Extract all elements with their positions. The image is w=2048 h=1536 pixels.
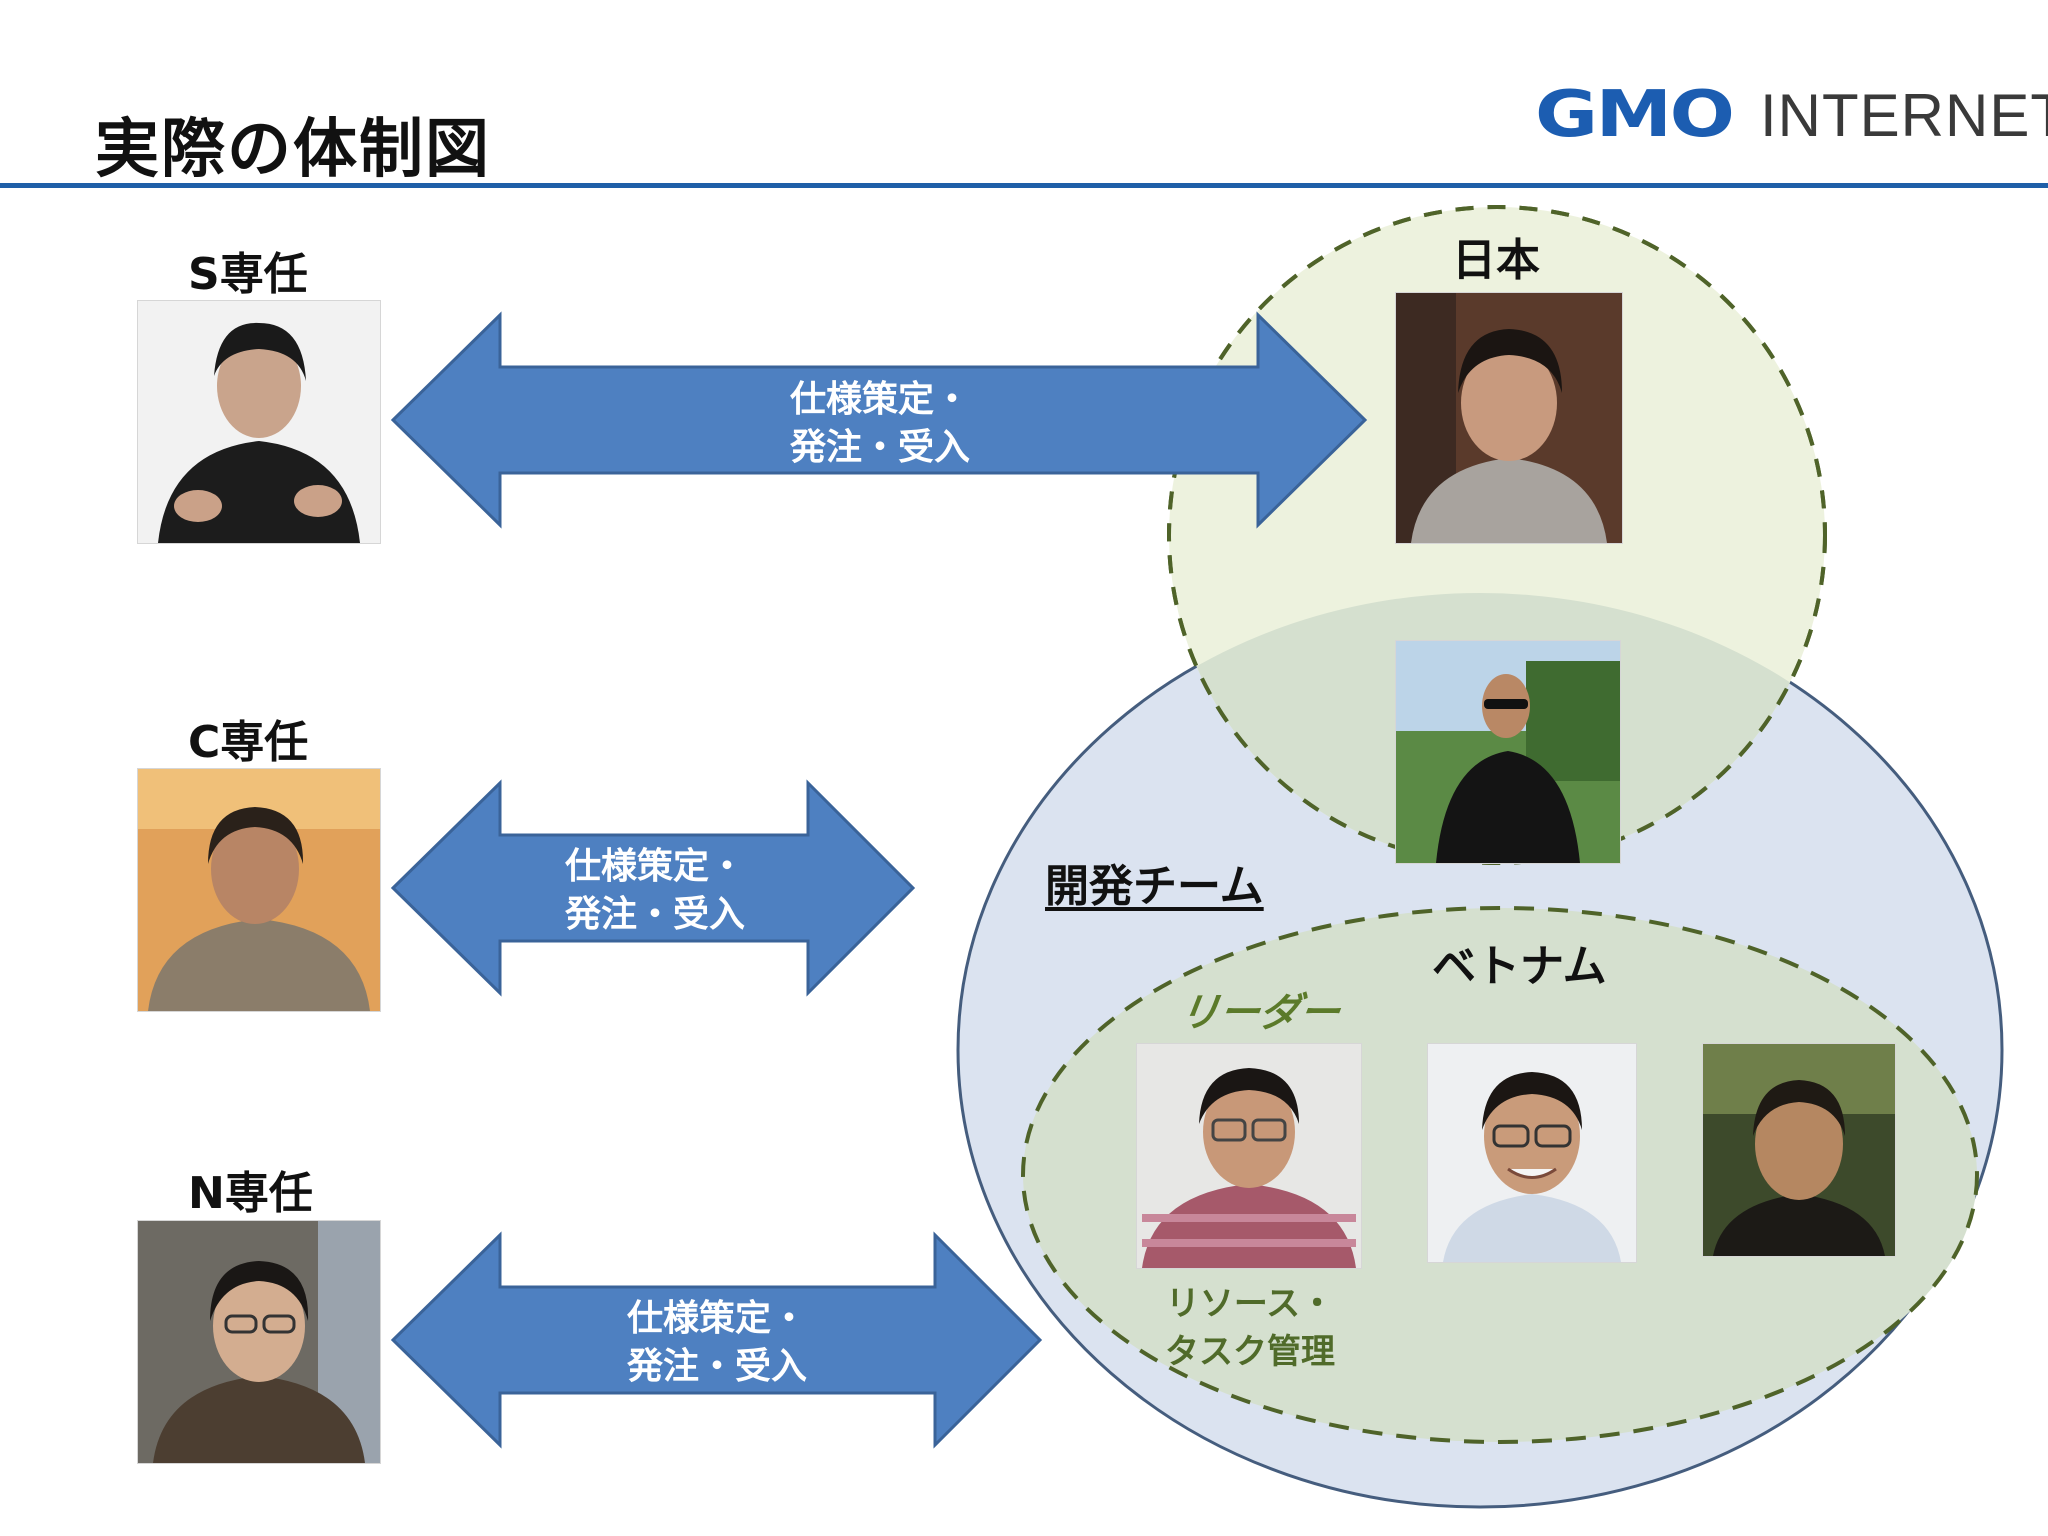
arrow-text-n: 仕様策定・ 発注・受入	[597, 1295, 837, 1391]
logo-suffix: INTERNET	[1760, 81, 2048, 149]
gmo-internet-logo: GMO INTERNET	[1535, 78, 2048, 152]
leader-label: リーダー	[1176, 990, 1343, 1036]
arrow-text-s-line1: 仕様策定・	[789, 379, 970, 420]
photo-overlap-member	[1395, 640, 1621, 864]
double-arrow-s	[390, 311, 1368, 529]
task-label-line1: リソース・	[1165, 1284, 1335, 1324]
photo-vietnam-leader	[1136, 1043, 1362, 1269]
role-label-c: C専任	[188, 717, 309, 768]
arrow-text-n-line1: 仕様策定・	[626, 1298, 807, 1339]
photo-vietnam-member-3	[1702, 1043, 1896, 1257]
overlap-region	[1169, 593, 1825, 863]
photo-s-person	[137, 300, 381, 544]
task-label-line2: タスク管理	[1165, 1332, 1335, 1372]
task-management-label: リソース・ タスク管理	[1150, 1280, 1350, 1376]
role-label-s: S専任	[188, 249, 308, 300]
arrow-text-n-line2: 発注・受入	[626, 1346, 807, 1387]
arrow-text-s: 仕様策定・ 発注・受入	[760, 376, 1000, 472]
logo-brand: GMO	[1535, 78, 1735, 152]
double-arrow-c	[390, 779, 916, 997]
japan-label: 日本	[1452, 235, 1540, 286]
photo-japan-member	[1395, 292, 1623, 544]
double-arrow-n	[390, 1231, 1043, 1449]
role-label-n: N専任	[188, 1168, 313, 1219]
arrow-text-c-line2: 発注・受入	[564, 894, 745, 935]
arrow-text-c-line1: 仕様策定・	[564, 846, 745, 887]
photo-c-person	[137, 768, 381, 1012]
team-label: 開発チーム	[1045, 861, 1264, 912]
header-rule	[0, 183, 2048, 188]
page-title: 実際の体制図	[95, 113, 491, 187]
arrow-text-c: 仕様策定・ 発注・受入	[535, 843, 775, 939]
photo-n-person	[137, 1220, 381, 1464]
vietnam-label: ベトナム	[1432, 941, 1607, 992]
photo-vietnam-member-2	[1427, 1043, 1637, 1263]
arrow-text-s-line2: 発注・受入	[789, 427, 970, 468]
